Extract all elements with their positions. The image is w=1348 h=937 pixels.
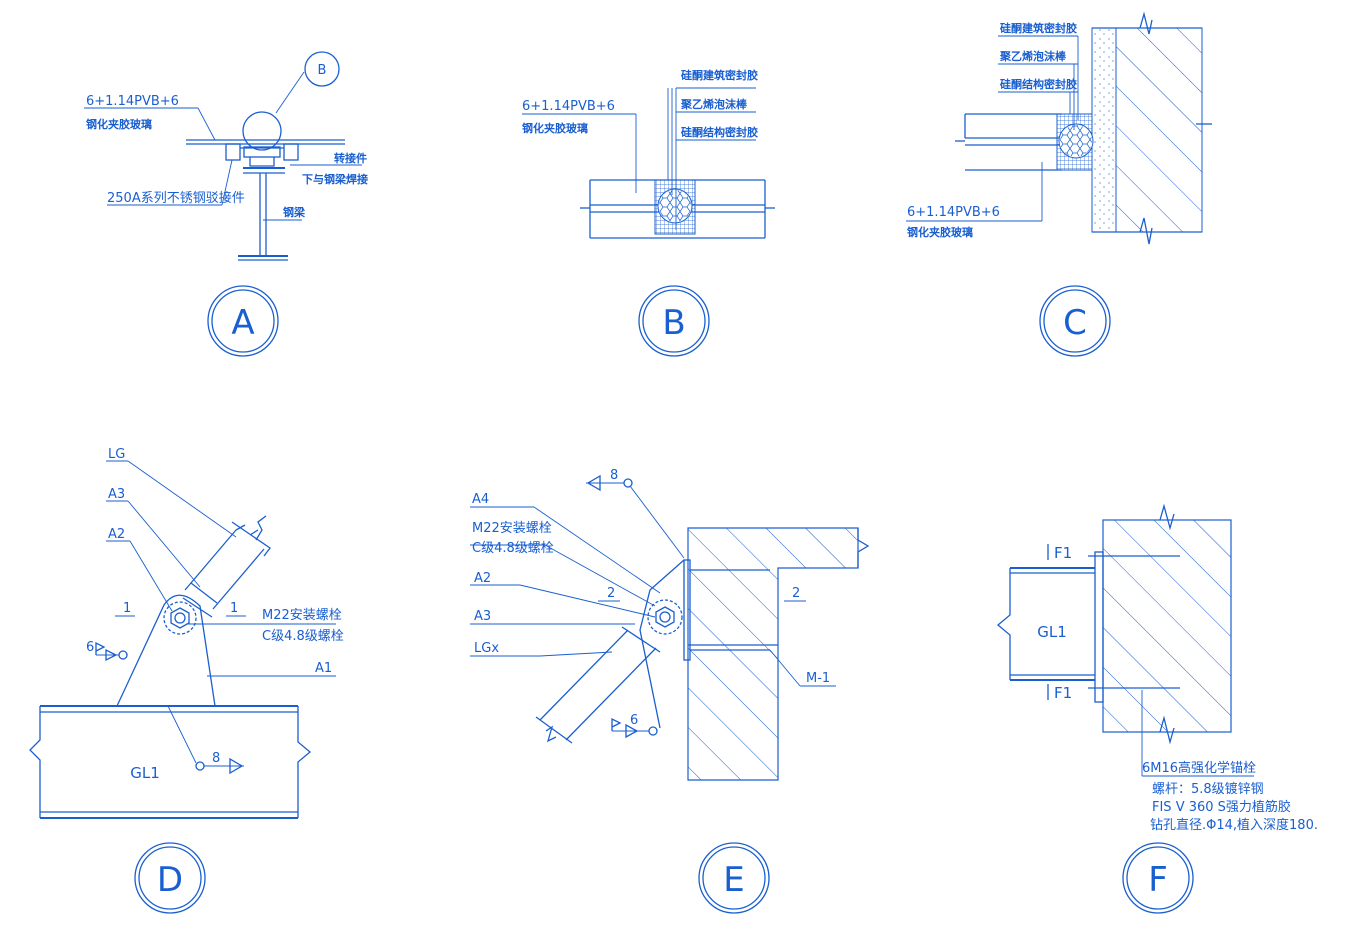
seal2-c: 硅酮结构密封胶 [1000,77,1077,91]
detail-c: 硅酮建筑密封胶 聚乙烯泡沫棒 硅酮结构密封胶 6+1.14PVB+6 钢化夹胶玻… [906,11,1212,357]
a3-label-e: A3 [474,609,491,624]
glue-label: FIS V 360 S强力植筋胶 [1152,799,1291,815]
glass-spec-a: 6+1.14PVB+6 [86,94,179,109]
f1-top: F1 [1054,544,1072,562]
section-2-left: 2 [607,586,615,601]
a3-label-d: A3 [108,487,125,502]
a2-label-d: A2 [108,527,125,542]
detail-a-title: A [231,303,254,343]
section-1-right: 1 [230,601,238,616]
weld8-d: 8 [212,751,220,766]
callout-b-label: B [318,63,327,78]
seal2-b: 硅酮结构密封胶 [681,125,758,139]
detail-d: GL1 LG A3 A2 1 1 M22安装螺栓 C级4.8级螺栓 A1 [29,447,344,914]
glass-type-a: 钢化夹胶玻璃 [86,117,152,131]
a2-label-e: A2 [474,571,491,586]
detail-f-title: F [1148,860,1168,900]
glass-spec-b: 6+1.14PVB+6 [522,99,615,114]
m1-label-e: M-1 [806,671,830,686]
a4-label-e: A4 [472,492,489,507]
detail-e: A4 M22安装螺栓 C级4.8级螺栓 A2 A3 LGx 2 2 M-1 8 … [470,468,870,914]
bolt-label-e: M22安装螺栓 [472,521,552,536]
a1-label-d: A1 [315,661,332,676]
weld6-e: 6 [630,713,638,728]
anchor-label: 6M16高强化学锚栓 [1142,760,1256,776]
detail-a: B 6+1.14PVB+6 钢化夹胶玻璃 转接件 下与钢梁焊接 250A系列不锈… [84,51,368,357]
drill-label: 钻孔直径.Φ14,植入深度180. [1150,817,1318,833]
detail-b: 6+1.14PVB+6 钢化夹胶玻璃 硅酮建筑密封胶 聚乙烯泡沫棒 硅酮结构密封… [522,68,775,357]
weld-label: 下与钢梁焊接 [302,172,368,186]
beam-label: 钢梁 [283,205,306,219]
foam-b: 聚乙烯泡沫棒 [680,97,748,111]
foam-c: 聚乙烯泡沫棒 [999,49,1067,63]
detail-f: GL1 F1 F1 6M16高强化学锚栓 螺杆：5.8级镀锌钢 FIS V 36… [996,503,1318,914]
bolt-label-d: M22安装螺栓 [262,608,342,623]
glass-type-b: 钢化夹胶玻璃 [522,121,588,135]
weld8-e: 8 [610,468,618,483]
detail-c-title: C [1063,303,1087,343]
detail-e-title: E [723,860,744,900]
detail-d-title: D [157,860,183,900]
section-2-right: 2 [792,586,800,601]
rod-label: 螺杆：5.8级镀锌钢 [1152,781,1264,797]
weld6-d: 6 [86,640,94,655]
f1-bottom: F1 [1054,684,1072,702]
seal1-b: 硅酮建筑密封胶 [681,68,758,82]
bolt-grade-d: C级4.8级螺栓 [262,629,344,644]
seal1-c: 硅酮建筑密封胶 [1000,21,1077,35]
bolt-grade-e: C级4.8级螺栓 [472,541,554,556]
glass-spec-c: 6+1.14PVB+6 [907,205,1000,220]
lg-label-d: LG [108,447,125,462]
gl1-d: GL1 [130,764,160,782]
section-1-left: 1 [123,601,131,616]
glass-type-c: 钢化夹胶玻璃 [907,225,973,239]
gl1-f: GL1 [1037,623,1067,641]
claw-label: 250A系列不锈钢驳接件 [107,190,245,206]
callout-b-bubble [304,51,340,87]
detail-b-title: B [662,303,685,343]
adapter-label: 转接件 [334,151,367,165]
lgx-label-e: LGx [474,641,499,656]
